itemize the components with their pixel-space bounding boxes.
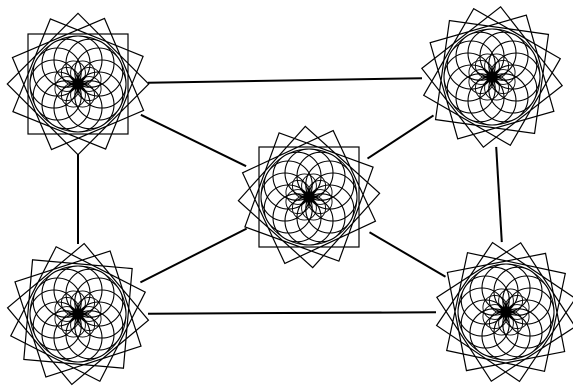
node-hub-star <box>481 66 503 88</box>
node-hub-star <box>298 186 320 208</box>
edge-top-left-to-top-right <box>148 78 422 83</box>
node-hub-star <box>67 73 89 95</box>
edge-center-to-bottom-left <box>140 229 246 283</box>
edge-top-left-to-center <box>141 115 246 166</box>
node-hub-star <box>495 301 517 323</box>
node-bottom-right <box>437 243 573 382</box>
nodes-layer <box>7 7 573 385</box>
edge-top-right-to-bottom-right <box>496 147 502 242</box>
node-hub-star <box>67 303 89 325</box>
node-bottom-left <box>8 244 149 385</box>
node-center <box>238 126 379 267</box>
edges-layer <box>78 78 502 314</box>
edge-top-right-to-center <box>368 115 434 158</box>
node-top-right <box>422 7 562 147</box>
node-top-left <box>7 13 148 154</box>
edge-center-to-bottom-right <box>370 232 446 276</box>
edge-bottom-left-to-bottom-right <box>148 312 436 313</box>
